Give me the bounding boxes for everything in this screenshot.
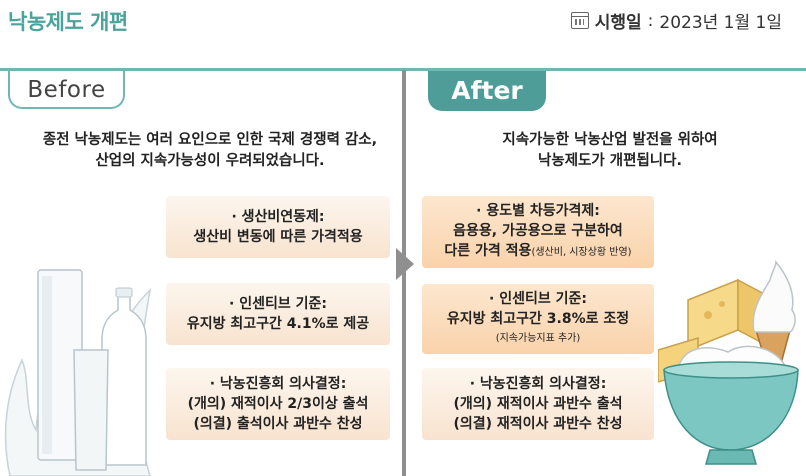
before-box-incentive-title: · 인센티브 기준: — [229, 296, 327, 312]
after-intro: 지속가능한 낙농산업 발전을 위하여 낙농제도가 개편됩니다. — [420, 130, 800, 172]
before-box-decision-quorum: (개의) 재적이사 2/3이상 출석 — [187, 396, 369, 412]
before-intro-line2: 산업의 지속가능성이 우려되었습니다. — [95, 153, 325, 169]
after-box-incentive-title: · 인센티브 기준: — [489, 291, 587, 307]
before-box-pricing: · 생산비연동제: 생산비 변동에 따른 가격적용 — [166, 196, 390, 258]
before-box-decision-title: · 낙농진흥회 의사결정: — [209, 376, 347, 392]
after-box-pricing-title: · 용도별 차등가격제: — [476, 203, 600, 219]
page-title: 낙농제도 개편 — [8, 10, 128, 34]
milk-bottle — [101, 294, 147, 466]
after-box-pricing: · 용도별 차등가격제: 음용용, 가공용으로 구분하여 다른 가격 적용(생산… — [422, 196, 654, 268]
header-divider — [0, 68, 806, 71]
before-intro-line1: 종전 낙농제도는 여러 요인으로 인한 국제 경쟁력 감소, — [42, 132, 378, 148]
after-intro-line2: 낙농제도가 개편됩니다. — [538, 153, 682, 169]
after-box-pricing-note: (생산비, 시장상황 반영) — [531, 247, 632, 258]
after-intro-line1: 지속가능한 낙농산업 발전을 위하여 — [502, 132, 718, 148]
arrow-right-icon — [396, 248, 414, 280]
after-tab: After — [428, 71, 546, 111]
after-box-pricing-apply: 다른 가격 적용(생산비, 시장상황 반영) — [422, 241, 654, 263]
date-label: 시행일 — [594, 13, 642, 33]
before-box-decision: · 낙농진흥회 의사결정: (개의) 재적이사 2/3이상 출석 (의결) 출석… — [166, 368, 390, 440]
dairy-products-illustration — [658, 260, 799, 465]
date-separator: : — [647, 10, 654, 31]
after-box-incentive-note: (지속가능지표 추가) — [495, 333, 581, 344]
before-box-incentive-desc: 유지방 최고구간 4.1%로 제공 — [186, 316, 370, 332]
after-box-pricing-apply-text: 다른 가격 적용 — [444, 243, 532, 259]
after-box-decision-vote: (의결) 재적이사 과반수 찬성 — [453, 416, 623, 432]
milk-illustration — [4, 269, 152, 476]
after-box-incentive-desc: 유지방 최고구간 3.8%로 조정 — [446, 311, 630, 327]
before-box-decision-vote: (의결) 출석이사 과반수 찬성 — [193, 416, 363, 432]
before-box-pricing-desc: 생산비 변동에 따른 가격적용 — [193, 229, 363, 245]
milk-glass — [73, 349, 109, 471]
before-intro: 종전 낙농제도는 여러 요인으로 인한 국제 경쟁력 감소, 산업의 지속가능성… — [20, 130, 400, 172]
before-box-pricing-title: · 생산비연동제: — [231, 209, 325, 225]
after-box-decision-quorum: (개의) 재적이사 과반수 출석 — [453, 396, 623, 412]
after-box-incentive: · 인센티브 기준: 유지방 최고구간 3.8%로 조정 (지속가능지표 추가) — [422, 284, 654, 354]
effective-date: 시행일 : 2023년 1월 1일 — [570, 8, 782, 33]
after-box-decision: · 낙농진흥회 의사결정: (개의) 재적이사 과반수 출석 (의결) 재적이사… — [422, 368, 654, 440]
calendar-icon — [570, 12, 589, 29]
before-box-incentive: · 인센티브 기준: 유지방 최고구간 4.1%로 제공 — [166, 283, 390, 345]
after-box-pricing-desc: 음용용, 가공용으로 구분하여 — [453, 223, 623, 239]
ice-cream-swirl — [752, 260, 796, 333]
before-tab: Before — [8, 71, 125, 109]
after-box-decision-title: · 낙농진흥회 의사결정: — [469, 376, 607, 392]
date-value: 2023년 1월 1일 — [659, 13, 782, 33]
bowl — [663, 369, 799, 451]
